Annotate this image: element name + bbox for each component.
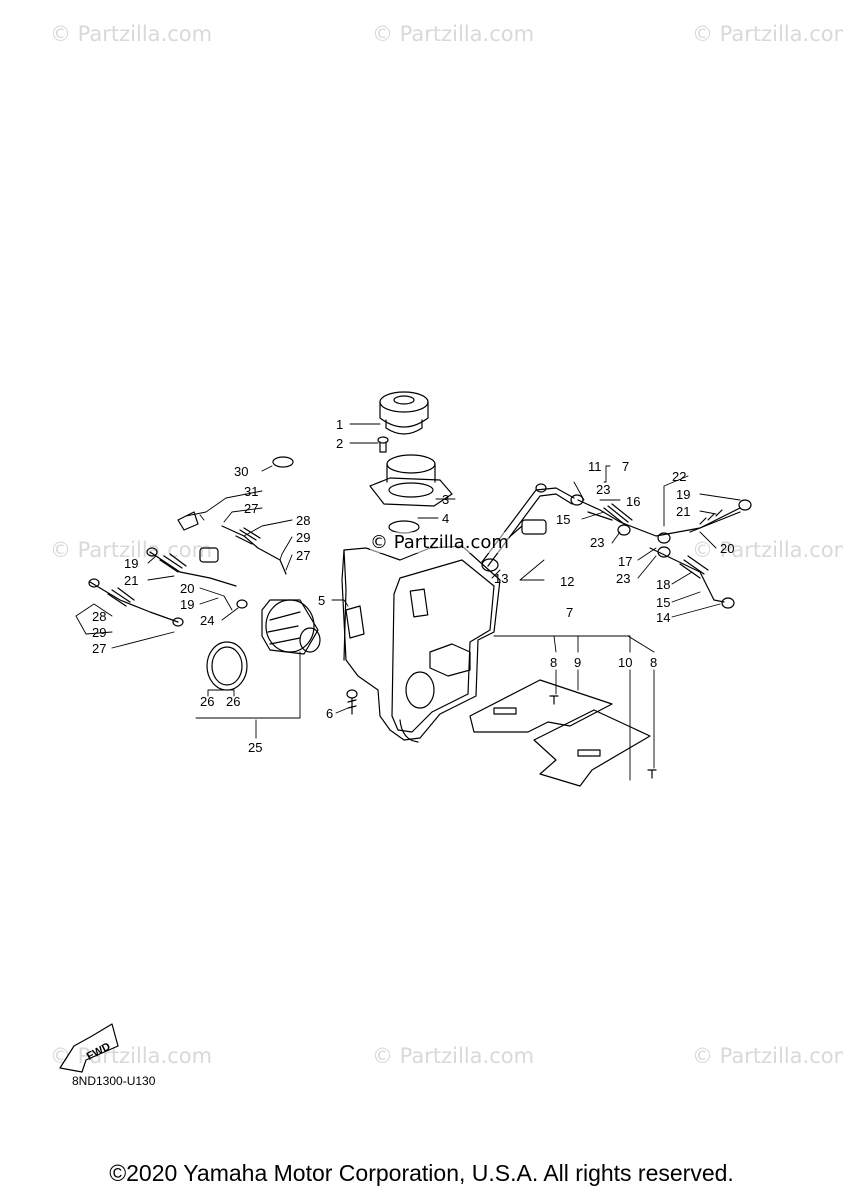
- watermark: © Partzilla.com: [372, 1044, 535, 1068]
- callout-27: 27: [92, 641, 106, 656]
- fuel-hose-left: [88, 456, 294, 627]
- callout-14: 14: [656, 610, 670, 625]
- watermark: © Partzilla.com: [692, 22, 843, 46]
- copyright-notice: ©2020 Yamaha Motor Corporation, U.S.A. A…: [109, 1160, 734, 1186]
- callout-2: 2: [336, 436, 343, 451]
- bolt: [647, 769, 657, 779]
- callout-23: 23: [596, 482, 610, 497]
- filler-neck: [369, 454, 453, 507]
- callout-15: 15: [556, 512, 570, 527]
- watermark: © Partzilla.com: [372, 22, 535, 46]
- callout-19: 19: [676, 487, 690, 502]
- callout-16: 16: [626, 494, 640, 509]
- callout-13: 13: [494, 571, 508, 586]
- callout-21: 21: [124, 573, 138, 588]
- gasket-rings: [206, 641, 248, 691]
- bolt: [549, 695, 559, 705]
- fwd-arrow-icon: [59, 1023, 119, 1073]
- callout-25: 25: [248, 740, 262, 755]
- callout-28: 28: [92, 609, 106, 624]
- cover-plate: [533, 709, 651, 787]
- callout-7: 7: [566, 605, 573, 620]
- watermark: © Partzilla.com: [50, 1044, 213, 1068]
- fuel-hose-right: [570, 494, 752, 609]
- callout-21: 21: [676, 504, 690, 519]
- callout-7: 7: [622, 459, 629, 474]
- callout-9: 9: [574, 655, 581, 670]
- callout-15: 15: [656, 595, 670, 610]
- leader-lines: [75, 423, 741, 781]
- breather-hose: [481, 483, 575, 567]
- callout-31: 31: [244, 484, 258, 499]
- watermark: © Partzilla.com: [692, 1044, 843, 1068]
- callout-24: 24: [200, 613, 214, 628]
- callout-26: 26: [226, 694, 240, 709]
- callout-30: 30: [234, 464, 248, 479]
- callout-11: 11: [588, 459, 602, 474]
- bolt: [346, 689, 358, 715]
- callout-27: 27: [244, 501, 258, 516]
- plate-slot: [577, 749, 601, 757]
- callout-19: 19: [124, 556, 138, 571]
- callout-29: 29: [92, 625, 106, 640]
- callout-3: 3: [442, 492, 449, 507]
- watermark: © Partzilla.com: [50, 538, 213, 562]
- diagram-code: 8ND1300-U130: [72, 1074, 156, 1088]
- callout-18: 18: [656, 577, 670, 592]
- filler-cap: [379, 391, 429, 435]
- fwd-label: FWD: [85, 1040, 113, 1062]
- callout-29: 29: [296, 530, 310, 545]
- callout-22: 22: [672, 469, 686, 484]
- watermark: © Partzilla.com: [50, 22, 213, 46]
- callout-6: 6: [326, 706, 333, 721]
- callout-4: 4: [442, 511, 449, 526]
- watermark: © Partzilla.com: [370, 532, 509, 553]
- callout-23: 23: [616, 571, 630, 586]
- callout-20: 20: [180, 581, 194, 596]
- callout-23: 23: [590, 535, 604, 550]
- callout-19: 19: [180, 597, 194, 612]
- callout-28: 28: [296, 513, 310, 528]
- cover-plate: [469, 679, 613, 733]
- callout-8: 8: [550, 655, 557, 670]
- callout-12: 12: [560, 574, 574, 589]
- callout-27: 27: [296, 548, 310, 563]
- callout-20: 20: [720, 541, 734, 556]
- watermark: © Partzilla.com: [692, 538, 843, 562]
- callout-17: 17: [618, 554, 632, 569]
- callout-10: 10: [618, 655, 632, 670]
- plate-slot: [493, 707, 517, 715]
- screw: [377, 436, 389, 453]
- callout-8: 8: [650, 655, 657, 670]
- callout-26: 26: [200, 694, 214, 709]
- callout-1: 1: [336, 417, 343, 432]
- callout-5: 5: [318, 593, 325, 608]
- fuel-pump: [236, 599, 321, 655]
